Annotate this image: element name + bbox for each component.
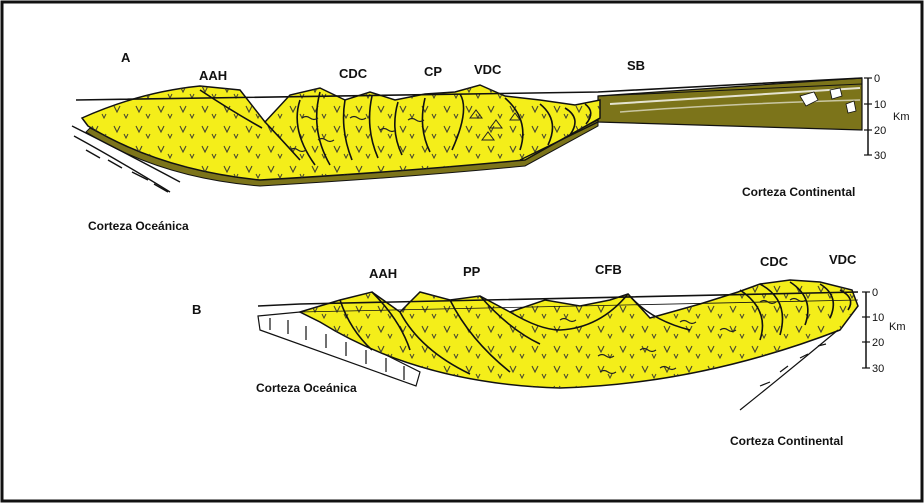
- section-a-scale-tick: 30: [874, 150, 886, 162]
- section-b-scale-tick: 20: [872, 337, 884, 349]
- section-b-label-vdc: VDC: [829, 252, 857, 267]
- section-b-letter: B: [192, 302, 201, 317]
- section-b-scale-tick: 10: [872, 312, 884, 324]
- section-a-label-sb: SB: [627, 58, 645, 73]
- section-a-scale-tick: 20: [874, 125, 886, 137]
- section-b-label-pp: PP: [463, 264, 481, 279]
- section-b-label-aah: AAH: [369, 266, 397, 281]
- section-a-scale-unit: Km: [893, 111, 910, 123]
- section-a-continental-crust-label: Corteza Continental: [742, 185, 855, 199]
- section-a-label-vdc: VDC: [474, 62, 502, 77]
- section-a-letter: A: [121, 50, 131, 65]
- section-b-label-cdc: CDC: [760, 254, 789, 269]
- section-a-label-aah: AAH: [199, 68, 227, 83]
- section-b-scale-tick: 0: [872, 287, 878, 299]
- section-b-label-cfb: CFB: [595, 262, 622, 277]
- section-a-oceanic-crust-label: Corteza Oceánica: [88, 219, 189, 233]
- section-a-scale-tick: 10: [874, 99, 886, 111]
- section-b-scale-unit: Km: [889, 321, 906, 333]
- section-a-label-cdc: CDC: [339, 66, 368, 81]
- section-b-scale-tick: 30: [872, 363, 884, 375]
- section-a-scale-tick: 0: [874, 73, 880, 85]
- section-a-label-cp: CP: [424, 64, 442, 79]
- section-b-continental-crust-label: Corteza Continental: [730, 434, 843, 448]
- section-b-oceanic-crust-label: Corteza Oceánica: [256, 381, 357, 395]
